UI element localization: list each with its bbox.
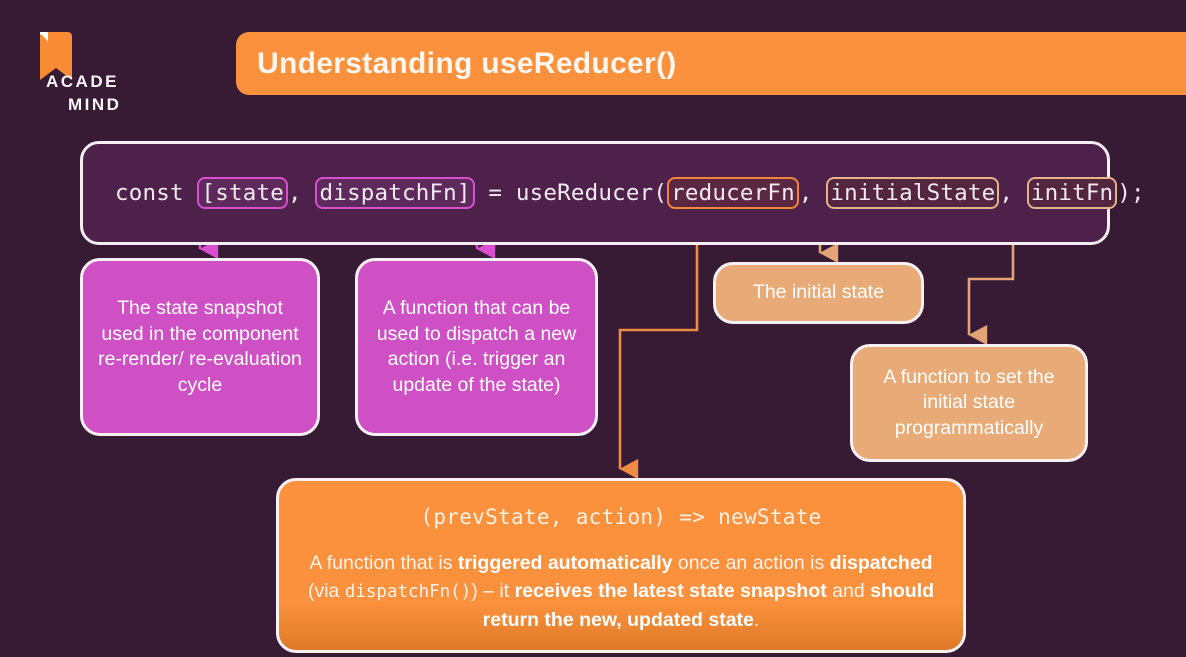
slide-title-bar: Understanding useReducer() [236, 32, 1186, 95]
code-token-dispatchfn[interactable]: dispatchFn] [315, 176, 475, 210]
academind-logo: ACADE MIND [22, 26, 172, 114]
callout-reducer-fn: (prevState, action) => newState A functi… [276, 478, 966, 653]
code-token-const: const [115, 179, 198, 206]
code-token-initfn[interactable]: initFn [1026, 176, 1118, 210]
logo-line-2: MIND [68, 95, 122, 114]
callout-initial-state-text: The initial state [752, 281, 885, 304]
reducer-description: A function that is triggered automatical… [307, 552, 935, 631]
code-panel: const [state, dispatchFn] = useReducer(r… [80, 141, 1145, 245]
callout-state: The state snapshot used in the component… [80, 258, 320, 436]
logo-wordmark: ACADE MIND [46, 70, 176, 116]
code-token-comma-3: , [999, 179, 1027, 206]
callout-init-fn-text: A function to set the initial state prog… [883, 365, 1055, 439]
callout-init-fn: A function to set the initial state prog… [850, 344, 1088, 462]
callout-dispatch-text: A function that can be used to dispatch … [376, 297, 577, 396]
code-token-reducerfn[interactable]: reducerFn [667, 176, 799, 210]
code-token-comma-2: , [798, 179, 827, 206]
code-line: const [state, dispatchFn] = useReducer(r… [83, 176, 1145, 210]
code-token-usereducer: = useReducer( [474, 179, 668, 206]
callout-state-text: The state snapshot used in the component… [98, 297, 302, 396]
code-token-end: ); [1117, 179, 1145, 206]
code-token-initialstate[interactable]: initialState [826, 176, 1000, 210]
connector-reducerfn [618, 212, 699, 480]
code-token-comma-1: , [287, 179, 316, 206]
callout-initial-state: The initial state [713, 262, 924, 324]
page-title: Understanding useReducer() [257, 46, 677, 80]
bookmark-ribbon-icon [40, 32, 72, 80]
callout-dispatch: A function that can be used to dispatch … [355, 258, 598, 436]
code-token-state[interactable]: [state [197, 176, 288, 210]
reducer-signature: (prevState, action) => newState [420, 505, 822, 529]
logo-line-1: ACADE [46, 72, 119, 91]
